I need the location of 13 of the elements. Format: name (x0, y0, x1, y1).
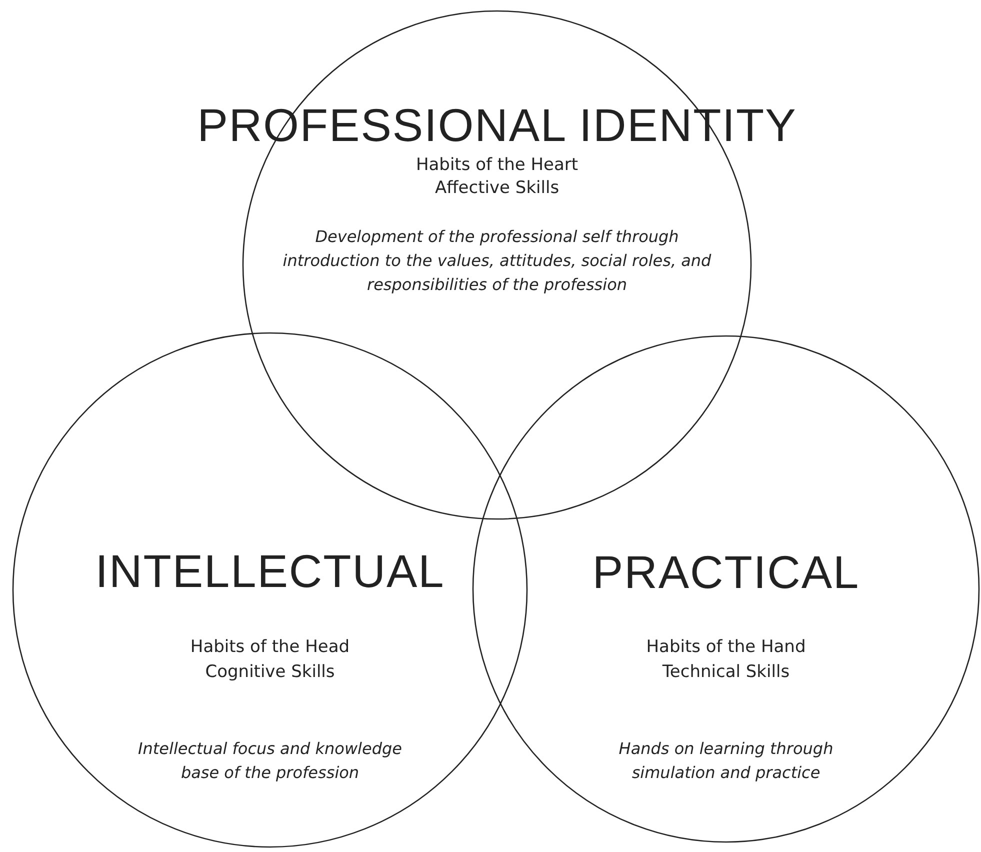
subheading: Habits of the Heart (416, 155, 578, 175)
subheading: Habits of the Hand (646, 637, 806, 657)
description: Hands on learning through simulation and practice (618, 738, 834, 784)
subheading: Habits of the Head (190, 637, 350, 657)
venn-circle (12, 332, 528, 848)
description: Development of the professional self through introduction to the values, attitudes, social roles, and responsibilities of the profession (282, 226, 712, 296)
subheading: Affective Skills (434, 178, 560, 198)
venn-circle (472, 335, 980, 843)
heading: PRACTICAL (592, 545, 860, 599)
subheading: Cognitive Skills (205, 662, 335, 682)
subheading: Technical Skills (662, 662, 790, 682)
heading: INTELLECTUAL (95, 544, 445, 598)
description: Intellectual focus and knowledge base of the profession (137, 738, 403, 784)
